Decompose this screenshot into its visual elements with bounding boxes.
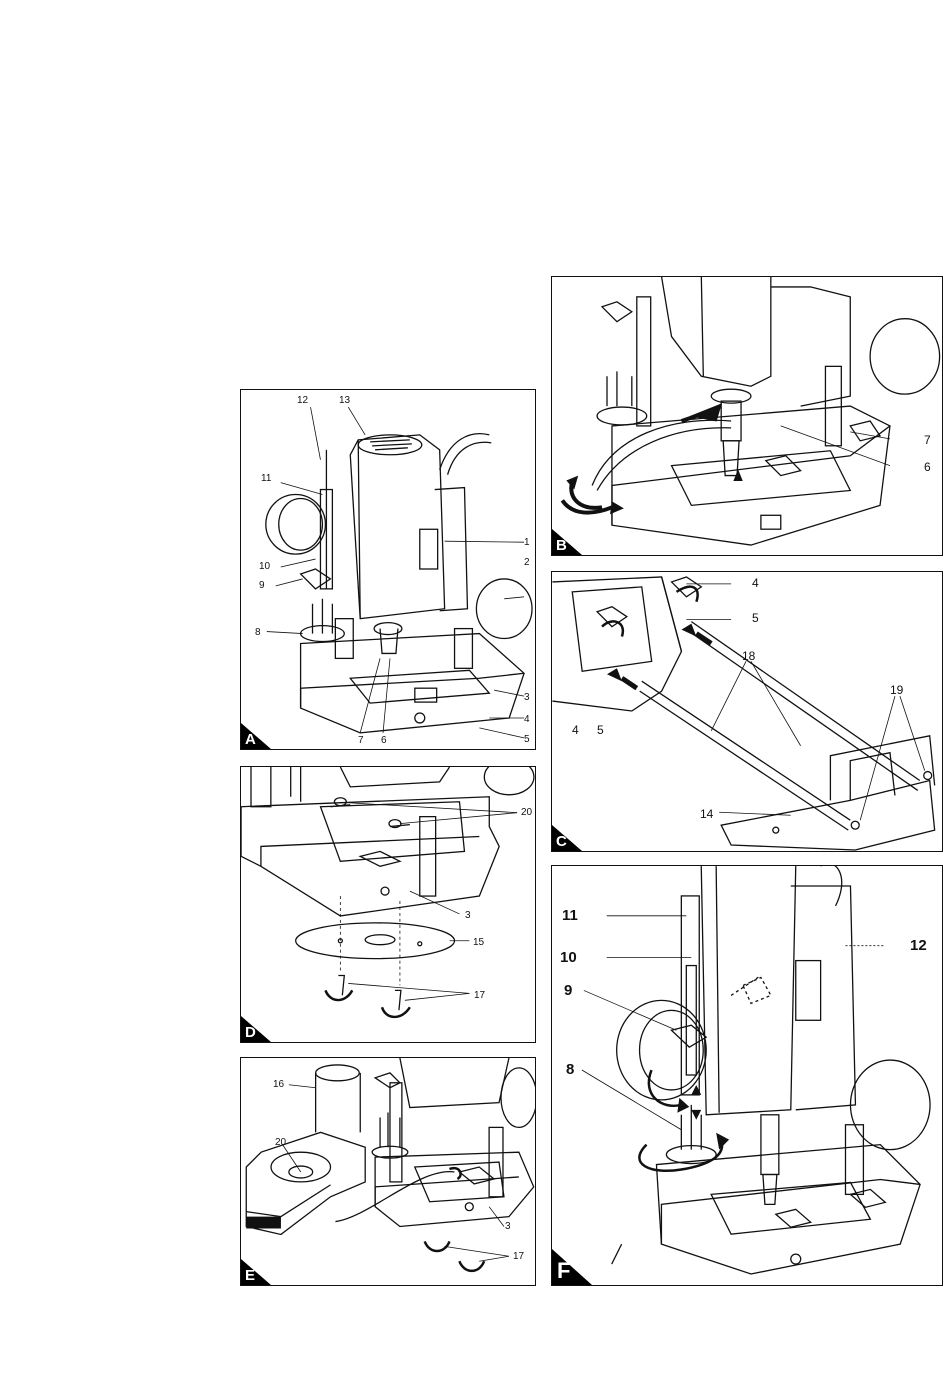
label-7: 7 xyxy=(358,736,364,746)
label-12: 12 xyxy=(297,396,308,406)
label-16: 16 xyxy=(273,1080,284,1090)
label-5: 5 xyxy=(524,735,530,745)
figure-panel-f: 11 10 9 8 12 F xyxy=(551,865,943,1286)
label-6: 6 xyxy=(924,461,931,473)
label-19: 19 xyxy=(890,684,903,696)
depth-adjustment-illustration xyxy=(552,866,942,1285)
collet-wrench-illustration xyxy=(552,277,942,555)
label-12: 12 xyxy=(910,938,927,953)
label-10: 10 xyxy=(259,562,270,572)
figure-panel-e: 16 20 3 17 E xyxy=(240,1057,536,1286)
label-17: 17 xyxy=(513,1252,524,1262)
label-7: 7 xyxy=(924,434,931,446)
label-15: 15 xyxy=(473,938,484,948)
label-20: 20 xyxy=(275,1138,286,1148)
label-3: 3 xyxy=(465,911,471,921)
label-3: 3 xyxy=(505,1222,511,1232)
label-9: 9 xyxy=(564,983,572,998)
dust-extraction-illustration xyxy=(241,1058,535,1285)
figure-panel-b: 7 6 B xyxy=(551,276,943,556)
label-3: 3 xyxy=(524,693,530,703)
label-17: 17 xyxy=(474,991,485,1001)
label-8: 8 xyxy=(566,1062,574,1077)
label-4: 4 xyxy=(524,715,530,725)
label-11: 11 xyxy=(562,908,578,923)
label-9: 9 xyxy=(259,581,265,591)
label-5: 5 xyxy=(752,612,759,624)
router-illustration xyxy=(241,390,535,749)
label-11: 11 xyxy=(261,474,271,484)
label-10: 10 xyxy=(560,950,577,965)
base-plate-illustration xyxy=(241,767,535,1042)
label-1: 1 xyxy=(524,538,530,548)
label-20: 20 xyxy=(521,808,532,818)
figure-panel-d: 20 3 15 17 D xyxy=(240,766,536,1043)
label-8: 8 xyxy=(255,628,261,638)
label-5: 5 xyxy=(597,724,604,736)
label-13: 13 xyxy=(339,396,350,406)
label-2: 2 xyxy=(524,558,530,568)
label-14: 14 xyxy=(700,808,713,820)
parallel-guide-illustration xyxy=(552,572,942,851)
label-18: 18 xyxy=(742,650,755,662)
label-4: 4 xyxy=(752,577,759,589)
figure-panel-a: 12 13 11 1 10 9 2 8 3 4 7 6 5 A xyxy=(240,389,536,750)
label-6: 6 xyxy=(381,736,387,746)
figure-panel-c: 4 5 4 5 18 19 14 C xyxy=(551,571,943,852)
label-4: 4 xyxy=(572,724,579,736)
